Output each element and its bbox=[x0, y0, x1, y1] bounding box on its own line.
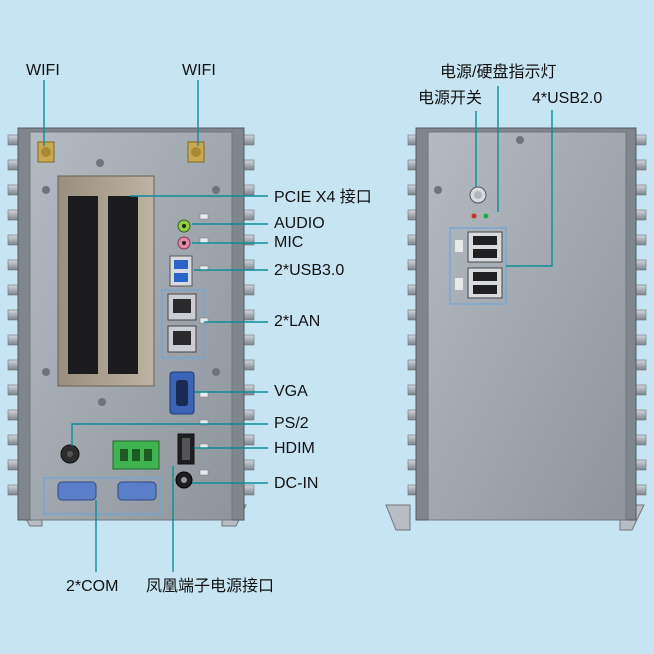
label-ps2: PS/2 bbox=[274, 415, 309, 432]
label-lan: 2*LAN bbox=[274, 313, 321, 330]
label-vga: VGA bbox=[274, 383, 308, 400]
audio-jack-hole bbox=[182, 224, 186, 228]
label-wifi-left: WIFI bbox=[26, 62, 60, 79]
pcie-slot-bay bbox=[57, 175, 155, 387]
usb2-ports bbox=[455, 231, 503, 299]
label-audio: AUDIO bbox=[274, 215, 325, 232]
screw bbox=[96, 159, 104, 167]
label-com: 2*COM bbox=[66, 578, 119, 595]
com-port-2 bbox=[117, 481, 157, 501]
screw bbox=[434, 186, 442, 194]
label-dcin: DC-IN bbox=[274, 475, 319, 492]
rear-unit bbox=[385, 127, 647, 531]
led-green bbox=[483, 213, 489, 219]
front-unit bbox=[7, 127, 255, 527]
wifi-antenna-right bbox=[187, 141, 205, 163]
label-wifi-right: WIFI bbox=[182, 62, 216, 79]
vga-port bbox=[169, 371, 195, 415]
label-hdmi: HDIM bbox=[274, 440, 315, 457]
com-port-1 bbox=[57, 481, 97, 501]
rear-left-foot bbox=[385, 504, 411, 531]
screw bbox=[516, 136, 524, 144]
label-mic: MIC bbox=[274, 234, 304, 251]
label-phoenix: 凤凰端子电源接口 bbox=[146, 578, 275, 595]
phoenix-terminal bbox=[112, 440, 160, 470]
screw bbox=[212, 368, 220, 376]
rear-panel bbox=[427, 131, 627, 521]
wifi-antenna-left bbox=[37, 141, 55, 163]
label-pcie: PCIE X4 接口 bbox=[274, 189, 372, 206]
label-led: 电源/硬盘指示灯 bbox=[440, 64, 557, 81]
label-power: 电源开关 bbox=[418, 90, 483, 107]
com-box bbox=[43, 477, 161, 515]
mic-jack-hole bbox=[182, 241, 186, 245]
label-usb2: 4*USB2.0 bbox=[532, 90, 603, 107]
screw bbox=[212, 186, 220, 194]
label-usb3: 2*USB3.0 bbox=[274, 262, 345, 279]
usb3-ports bbox=[169, 255, 193, 287]
led-red bbox=[471, 213, 477, 219]
lan-box bbox=[161, 289, 205, 359]
callout-lines bbox=[43, 80, 553, 572]
screw bbox=[98, 398, 106, 406]
screw bbox=[42, 368, 50, 376]
screw bbox=[42, 186, 50, 194]
